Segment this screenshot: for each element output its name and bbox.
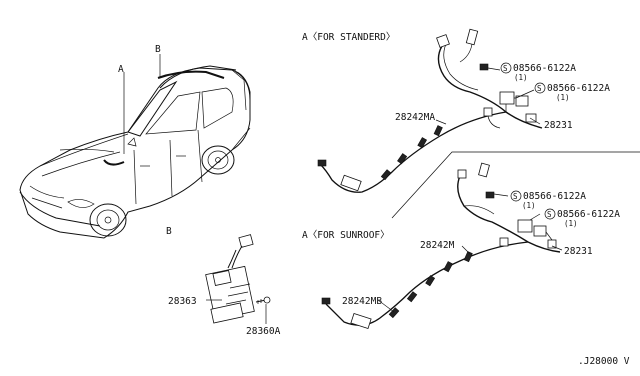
screw-callout-bottom-1: S 08566-6122A (1)	[510, 190, 586, 210]
harness-standard	[317, 28, 543, 193]
part-28242ma-label: 28242MA	[395, 112, 435, 123]
screw-qty-label: (1)	[556, 93, 570, 102]
part-28231-bottom-label: 28231	[564, 246, 593, 257]
detail-b-module	[205, 234, 271, 324]
car-illustration	[19, 54, 251, 239]
part-28363-label: 28363	[168, 296, 197, 307]
diagram-code: .J28000 V	[578, 356, 630, 367]
screw-part-label: 08566-6122A	[513, 63, 576, 74]
section-sunroof-title: A〈FOR SUNROOF〉	[302, 230, 390, 241]
part-28360a-label: 28360A	[246, 326, 281, 337]
part-28242mb-label: 28242MB	[342, 296, 382, 307]
screw-part-label: 08566-6122A	[547, 83, 610, 94]
s-symbol: S	[513, 192, 518, 201]
callout-a-label: A	[118, 64, 124, 75]
screw-part-label: 08566-6122A	[557, 209, 620, 220]
screw-qty-label: (1)	[514, 73, 528, 82]
callout-b-label: B	[155, 44, 161, 55]
section-divider	[391, 151, 640, 219]
screw-part-label: 08566-6122A	[523, 191, 586, 202]
part-28242m-label: 28242M	[420, 240, 455, 251]
screw-callout-bottom-2: S 08566-6122A (1)	[544, 208, 620, 228]
screw-callout-top-1: S 08566-6122A (1)	[500, 62, 576, 82]
screw-qty-label: (1)	[522, 201, 536, 210]
part-28231-top-label: 28231	[544, 120, 573, 131]
harness-sunroof	[321, 162, 563, 330]
screw-qty-label: (1)	[564, 219, 578, 228]
detail-b-label: B	[166, 226, 172, 237]
s-symbol: S	[537, 84, 542, 93]
s-symbol: S	[547, 210, 552, 219]
s-symbol: S	[503, 64, 508, 73]
section-standard-title: A〈FOR STANDERD〉	[302, 32, 395, 43]
screw-callout-top-2: S 08566-6122A (1)	[534, 82, 610, 102]
